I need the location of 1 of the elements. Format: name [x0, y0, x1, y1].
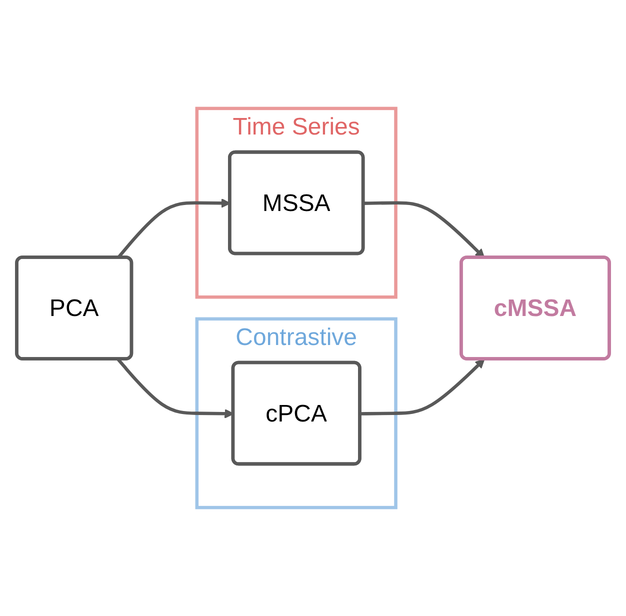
arrow [360, 358, 485, 416]
